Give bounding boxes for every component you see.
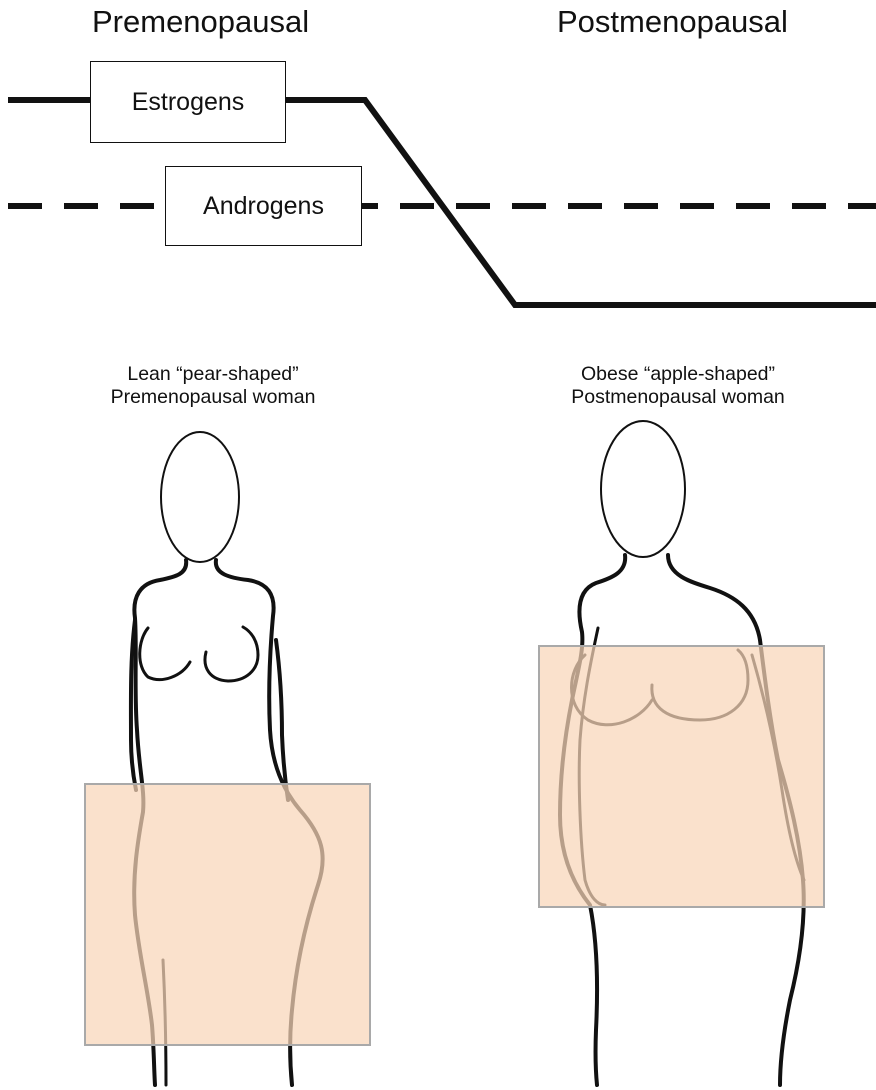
lower-body-fat-region <box>85 784 370 1045</box>
left-figure-breast-right <box>205 627 258 681</box>
left-head <box>161 432 239 562</box>
abdominal-fat-region <box>539 646 824 907</box>
right-head <box>601 421 685 557</box>
left-figure-breast-left <box>140 628 190 680</box>
apple-shaped-figure <box>539 421 824 1085</box>
pear-shaped-figure <box>85 432 370 1085</box>
